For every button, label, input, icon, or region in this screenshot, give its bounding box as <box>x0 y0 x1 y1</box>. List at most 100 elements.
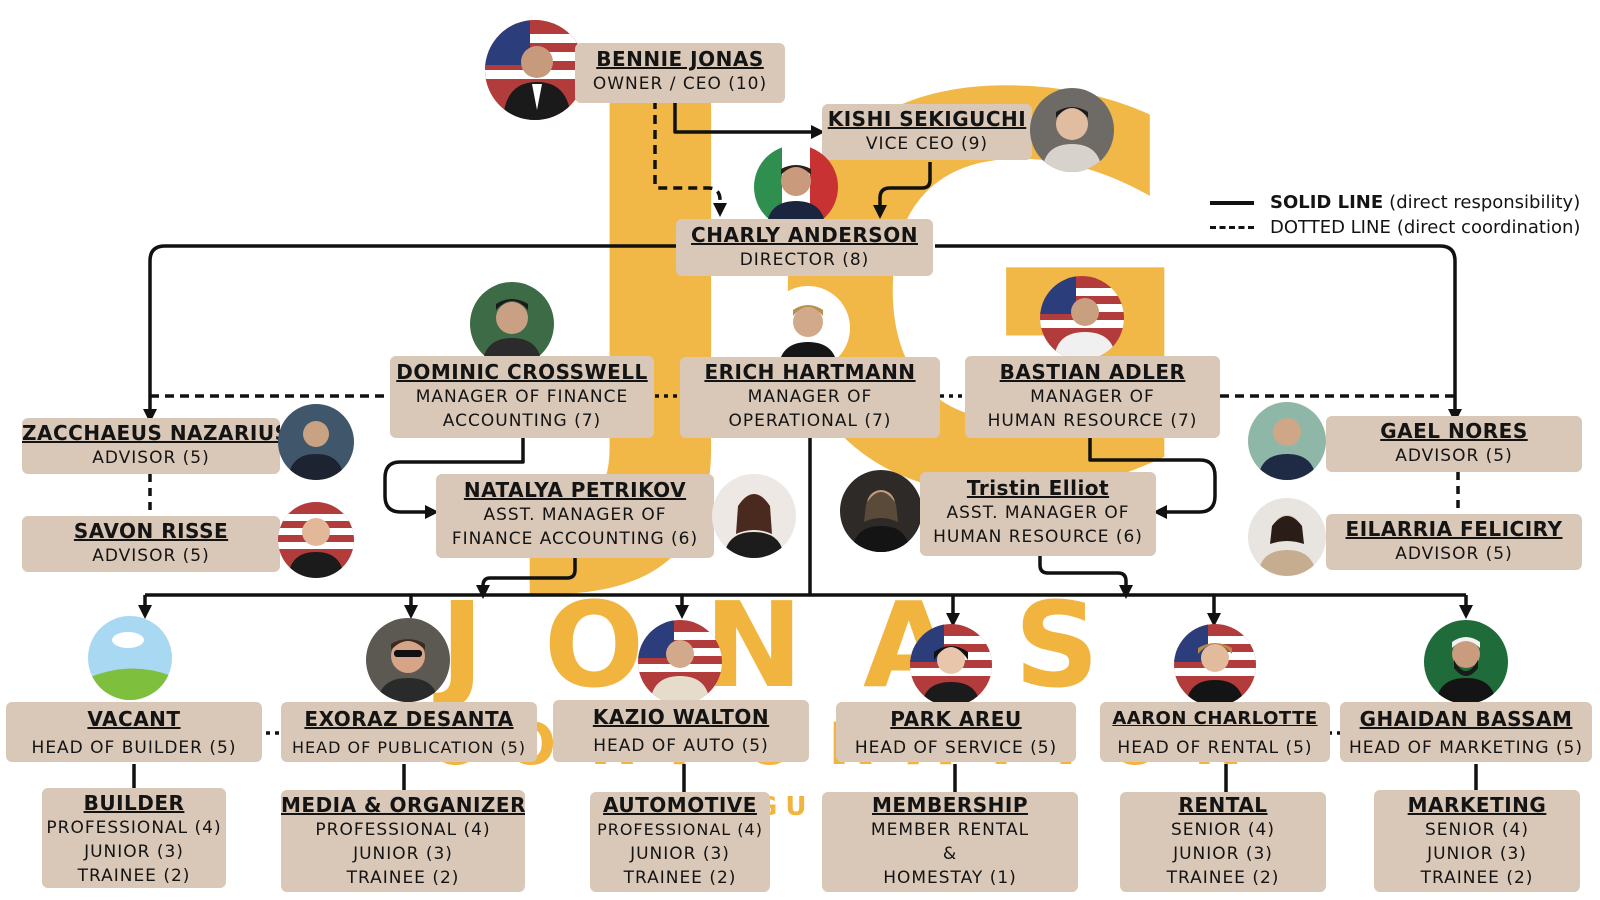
head-6-name: GHAIDAN BASSAM <box>1359 707 1573 731</box>
head-2-card[interactable]: EXORAZ DESANTA HEAD OF PUBLICATION (5) <box>281 702 537 762</box>
hr-name: BASTIAN ADLER <box>999 360 1186 384</box>
asst-hr-name: Tristin Elliot <box>966 476 1110 500</box>
head-1-card[interactable]: VACANT HEAD OF BUILDER (5) <box>6 702 262 762</box>
finance-avatar-icon <box>470 282 554 366</box>
legend-dotted-desc: (direct coordination) <box>1396 217 1581 238</box>
division-2-line-3: TRAINEE (2) <box>346 868 460 888</box>
advisor-1-role: ADVISOR (5) <box>92 448 210 468</box>
division-1-line-2: JUNIOR (3) <box>84 842 184 862</box>
legend-solid-label: SOLID LINE <box>1270 192 1384 213</box>
head-5-role: HEAD OF RENTAL (5) <box>1117 738 1313 758</box>
division-5-line-1: SENIOR (4) <box>1171 820 1275 840</box>
division-1-card[interactable]: BUILDER PROFESSIONAL (4) JUNIOR (3) TRAI… <box>42 788 226 888</box>
asst-fin-avatar-icon <box>712 474 796 558</box>
hr-card[interactable]: BASTIAN ADLER MANAGER OF HUMAN RESOURCE … <box>965 356 1220 438</box>
division-2-name: MEDIA & ORGANIZER <box>281 793 525 817</box>
head-3-avatar-icon <box>638 620 722 704</box>
division-3-name: AUTOMOTIVE <box>603 793 757 817</box>
hr-role-1: MANAGER OF <box>1030 387 1155 407</box>
advisor-2-avatar-icon <box>278 502 354 578</box>
division-3-card[interactable]: AUTOMOTIVE PROFESSIONAL (4) JUNIOR (3) T… <box>590 792 770 892</box>
solid-line-icon <box>1210 200 1254 205</box>
asst-hr-card[interactable]: Tristin Elliot ASST. MANAGER OF HUMAN RE… <box>920 472 1156 556</box>
division-1-line-1: PROFESSIONAL (4) <box>46 818 222 838</box>
advisor-1-name: ZACCHAEUS NAZARIUS <box>22 421 280 445</box>
division-6-card[interactable]: MARKETING SENIOR (4) JUNIOR (3) TRAINEE … <box>1374 790 1580 892</box>
advisor-1-card[interactable]: ZACCHAEUS NAZARIUS ADVISOR (5) <box>22 418 280 474</box>
division-2-line-1: PROFESSIONAL (4) <box>315 820 491 840</box>
division-1-name: BUILDER <box>83 791 185 815</box>
division-3-line-1: PROFESSIONAL (4) <box>597 820 763 839</box>
division-3-line-2: JUNIOR (3) <box>630 844 730 864</box>
vice-role: VICE CEO (9) <box>865 134 989 154</box>
head-4-card[interactable]: PARK AREU HEAD OF SERVICE (5) <box>836 702 1076 762</box>
head-3-card[interactable]: KAZIO WALTON HEAD OF AUTO (5) <box>553 700 809 762</box>
finance-role-1: MANAGER OF FINANCE <box>415 387 629 407</box>
asst-hr-role-2: HUMAN RESOURCE (6) <box>933 527 1143 547</box>
legend-solid-desc: (direct responsibility) <box>1389 192 1581 213</box>
asst-hr-avatar-icon <box>840 470 922 552</box>
advisor-3-avatar-icon <box>1248 402 1326 480</box>
advisor-3-role: ADVISOR (5) <box>1395 446 1513 466</box>
vice-card[interactable]: KISHI SEKIGUCHI VICE CEO (9) <box>822 104 1032 160</box>
asst-fin-role-2: FINANCE ACCOUNTING (6) <box>451 529 699 549</box>
division-6-name: MARKETING <box>1407 793 1547 817</box>
director-name: CHARLY ANDERSON <box>691 223 918 247</box>
finance-card[interactable]: DOMINIC CROSSWELL MANAGER OF FINANCE ACC… <box>390 356 654 438</box>
director-card[interactable]: CHARLY ANDERSON DIRECTOR (8) <box>676 219 933 276</box>
advisor-3-card[interactable]: GAEL NORES ADVISOR (5) <box>1326 416 1582 472</box>
head-6-avatar-icon <box>1424 620 1508 704</box>
head-2-name: EXORAZ DESANTA <box>304 707 514 731</box>
head-1-avatar-icon <box>88 616 172 700</box>
asst-fin-role-1: ASST. MANAGER OF <box>483 505 667 525</box>
head-2-role: HEAD OF PUBLICATION (5) <box>291 738 527 757</box>
asst-hr-role-1: ASST. MANAGER OF <box>946 503 1130 523</box>
ops-role-2: OPERATIONAL (7) <box>728 411 892 431</box>
ops-role-1: MANAGER OF <box>747 387 873 407</box>
advisor-2-name: SAVON RISSE <box>73 519 229 543</box>
head-6-role: HEAD OF MARKETING (5) <box>1349 738 1583 758</box>
legend-solid: SOLID LINE (direct responsibility) <box>1210 192 1580 213</box>
dotted-line-icon <box>1210 226 1254 229</box>
division-2-card[interactable]: MEDIA & ORGANIZER PROFESSIONAL (4) JUNIO… <box>281 790 525 892</box>
advisor-2-card[interactable]: SAVON RISSE ADVISOR (5) <box>22 516 280 572</box>
asst-fin-card[interactable]: NATALYA PETRIKOV ASST. MANAGER OF FINANC… <box>436 474 714 558</box>
legend-dotted: DOTTED LINE (direct coordination) <box>1210 217 1580 238</box>
head-4-name: PARK AREU <box>890 707 1022 731</box>
head-4-avatar-icon <box>910 624 992 706</box>
head-5-avatar-icon <box>1174 624 1256 706</box>
division-6-line-2: JUNIOR (3) <box>1427 844 1527 864</box>
division-5-name: RENTAL <box>1178 793 1268 817</box>
director-role: DIRECTOR (8) <box>739 250 870 270</box>
vice-avatar-icon <box>1030 88 1114 172</box>
advisor-4-avatar-icon <box>1248 498 1326 576</box>
hr-role-2: HUMAN RESOURCE (7) <box>987 411 1198 431</box>
division-5-card[interactable]: RENTAL SENIOR (4) JUNIOR (3) TRAINEE (2) <box>1120 792 1326 892</box>
ceo-card[interactable]: BENNIE JONAS OWNER / CEO (10) <box>575 43 785 103</box>
head-5-name: AARON CHARLOTTE <box>1112 708 1318 729</box>
advisor-2-role: ADVISOR (5) <box>92 546 210 566</box>
head-4-role: HEAD OF SERVICE (5) <box>854 738 1058 758</box>
ceo-name: BENNIE JONAS <box>596 47 764 71</box>
division-2-line-2: JUNIOR (3) <box>353 844 453 864</box>
division-4-card[interactable]: MEMBERSHIP MEMBER RENTAL & HOMESTAY (1) <box>822 792 1078 892</box>
division-4-name: MEMBERSHIP <box>871 793 1028 817</box>
head-6-card[interactable]: GHAIDAN BASSAM HEAD OF MARKETING (5) <box>1340 702 1592 762</box>
head-2-avatar-icon <box>366 618 450 702</box>
advisor-1-avatar-icon <box>278 404 354 480</box>
division-6-line-3: TRAINEE (2) <box>1420 868 1534 888</box>
logo-word: JONAS <box>440 576 1160 714</box>
vice-name: KISHI SEKIGUCHI <box>827 107 1027 131</box>
head-5-card[interactable]: AARON CHARLOTTE HEAD OF RENTAL (5) <box>1100 702 1330 762</box>
head-3-name: KAZIO WALTON <box>592 705 770 729</box>
division-4-line-3: HOMESTAY (1) <box>883 868 1017 888</box>
division-4-line-2: & <box>942 844 958 864</box>
head-1-role: HEAD OF BUILDER (5) <box>31 738 237 758</box>
division-3-line-3: TRAINEE (2) <box>623 868 737 888</box>
ops-card[interactable]: ERICH HARTMANN MANAGER OF OPERATIONAL (7… <box>680 357 940 438</box>
advisor-3-name: GAEL NORES <box>1380 419 1528 443</box>
finance-role-2: ACCOUNTING (7) <box>442 411 602 431</box>
advisor-4-role: ADVISOR (5) <box>1395 544 1513 564</box>
advisor-4-card[interactable]: EILARRIA FELICIRY ADVISOR (5) <box>1326 514 1582 570</box>
